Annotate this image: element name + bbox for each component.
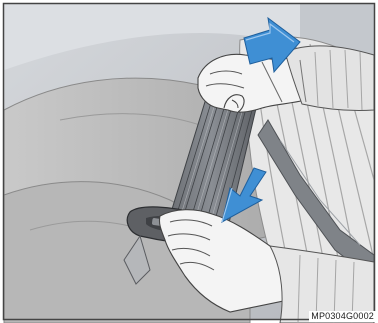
figure-code: MP0304G0002 — [309, 311, 376, 322]
